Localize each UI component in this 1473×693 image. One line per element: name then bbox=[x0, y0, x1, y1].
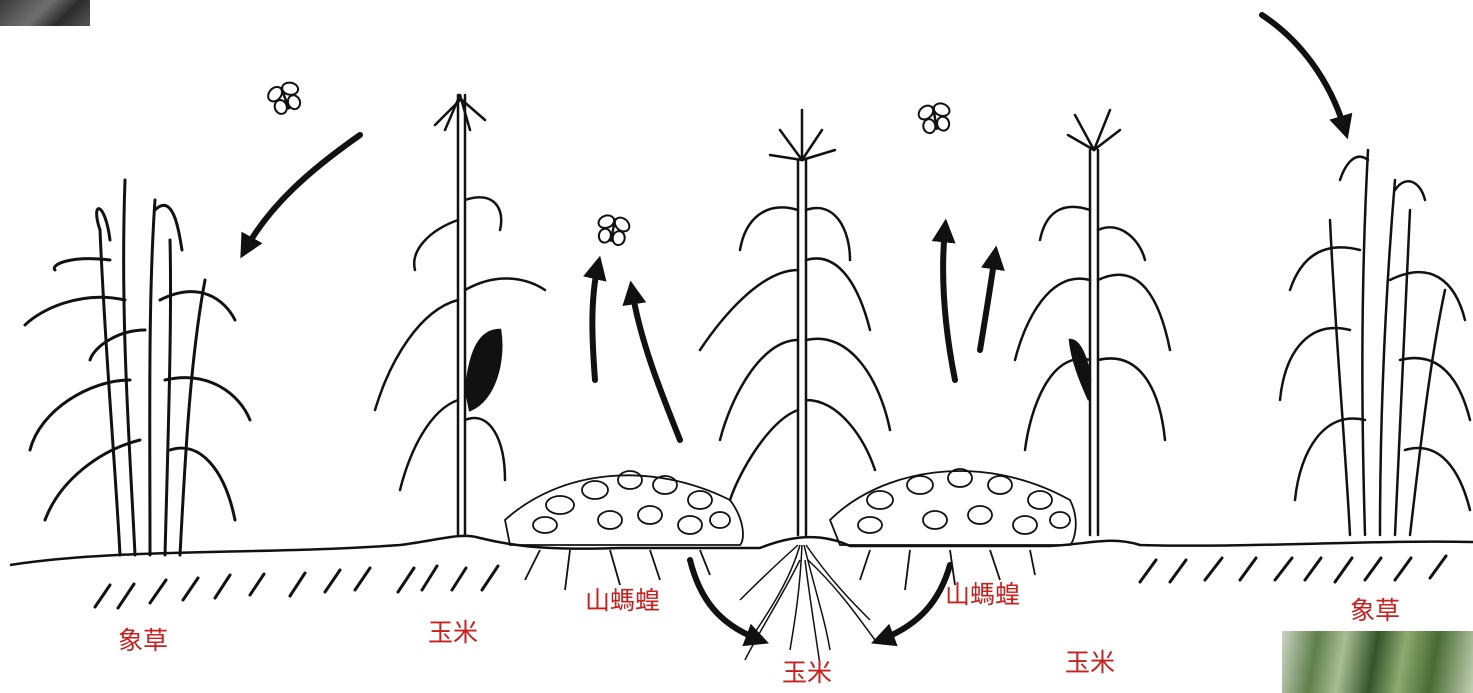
arrow-icon bbox=[1262, 15, 1345, 130]
soil-hatching bbox=[95, 556, 1446, 608]
label-corn-right: 玉米 bbox=[1065, 650, 1115, 675]
desmodium-right bbox=[830, 469, 1076, 590]
napier-grass-right bbox=[1280, 150, 1470, 535]
label-corn-center: 玉米 bbox=[782, 660, 832, 685]
desmodium-left bbox=[505, 471, 743, 590]
arrow-icon bbox=[690, 560, 760, 640]
moth-icon bbox=[915, 99, 956, 135]
label-desmodium-right: 山螞蝗 bbox=[945, 582, 1020, 607]
moth-icon bbox=[263, 77, 307, 118]
label-napier-left: 象草 bbox=[118, 628, 168, 653]
arrow-icon bbox=[245, 135, 360, 250]
corn-roots bbox=[740, 545, 875, 665]
corn-plant-left bbox=[375, 95, 545, 535]
arrow-icon bbox=[592, 265, 598, 380]
arrow-icon bbox=[943, 228, 955, 380]
napier-grass-left bbox=[25, 180, 250, 555]
label-corn-left: 玉米 bbox=[428, 620, 478, 645]
arrow-icon bbox=[980, 255, 995, 350]
arrow-icon bbox=[880, 565, 950, 640]
corn-plant-center bbox=[700, 110, 890, 535]
label-desmodium-left: 山螞蝗 bbox=[585, 588, 660, 613]
corn-plant-right bbox=[1015, 110, 1170, 535]
label-napier-right: 象草 bbox=[1350, 598, 1400, 623]
moth-icon bbox=[593, 211, 634, 247]
arrow-icon bbox=[632, 290, 680, 440]
